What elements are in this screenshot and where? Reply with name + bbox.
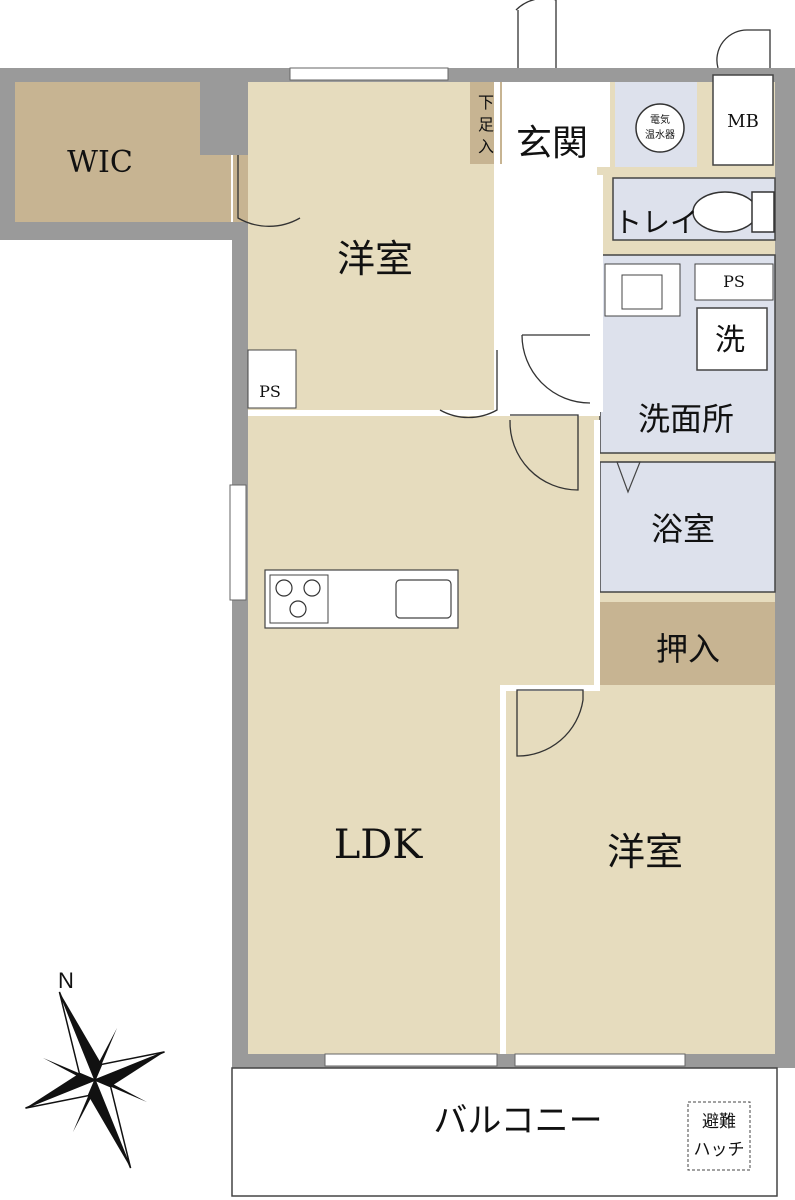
bath-door-triangle xyxy=(616,461,641,494)
closet-label: 押入 xyxy=(656,630,720,668)
balcony-label: バルコニー xyxy=(433,1101,602,1141)
ldk-label: LDK xyxy=(334,822,424,868)
bedroom-south-label: 洋室 xyxy=(607,830,683,874)
mb-label: MB xyxy=(727,111,759,132)
closet-room xyxy=(600,602,775,685)
bedroom-north xyxy=(248,82,495,410)
escape-hatch-label-1: 避難 xyxy=(702,1112,736,1132)
compass-rose xyxy=(25,991,165,1169)
entrance-area xyxy=(505,82,610,167)
washer-label: 洗 xyxy=(715,323,745,358)
wic-room xyxy=(15,82,248,222)
bathroom-label: 浴室 xyxy=(651,510,715,548)
toilet-label: トレイ xyxy=(614,206,698,239)
washer-box xyxy=(696,307,768,371)
water-heater-label-2: 温水器 xyxy=(645,129,675,141)
compass-north-label: N xyxy=(58,968,74,993)
toilet-icon xyxy=(692,191,775,233)
shoe-closet-label-3: 入 xyxy=(478,137,494,156)
ps-washroom-label: PS xyxy=(723,272,745,291)
escape-hatch-label-2: ハッチ xyxy=(694,1140,745,1160)
ps-washroom xyxy=(694,263,774,301)
balcony xyxy=(231,1067,778,1197)
escape-hatch-box xyxy=(687,1101,751,1171)
bedroom-south xyxy=(510,690,775,1054)
washroom-label: 洗面所 xyxy=(638,400,734,438)
wic-label: WIC xyxy=(67,145,133,180)
water-heater-icon xyxy=(635,103,685,153)
shoe-closet-label-2: 足 xyxy=(478,115,494,134)
sink-bowl-icon xyxy=(621,274,663,310)
entrance-label: 玄関 xyxy=(516,123,588,164)
bedroom-north-label: 洋室 xyxy=(337,237,413,281)
ps-bedroom xyxy=(247,349,297,409)
ps-bedroom-label: PS xyxy=(259,382,281,401)
water-heater-label-1: 電気 xyxy=(650,113,670,126)
bathroom-room xyxy=(599,461,776,593)
windows xyxy=(229,67,686,1067)
kitchen-counter xyxy=(264,569,459,629)
shoe-closet-label-1: 下 xyxy=(478,93,494,112)
door-swings xyxy=(237,0,771,757)
mb-box xyxy=(712,74,774,166)
